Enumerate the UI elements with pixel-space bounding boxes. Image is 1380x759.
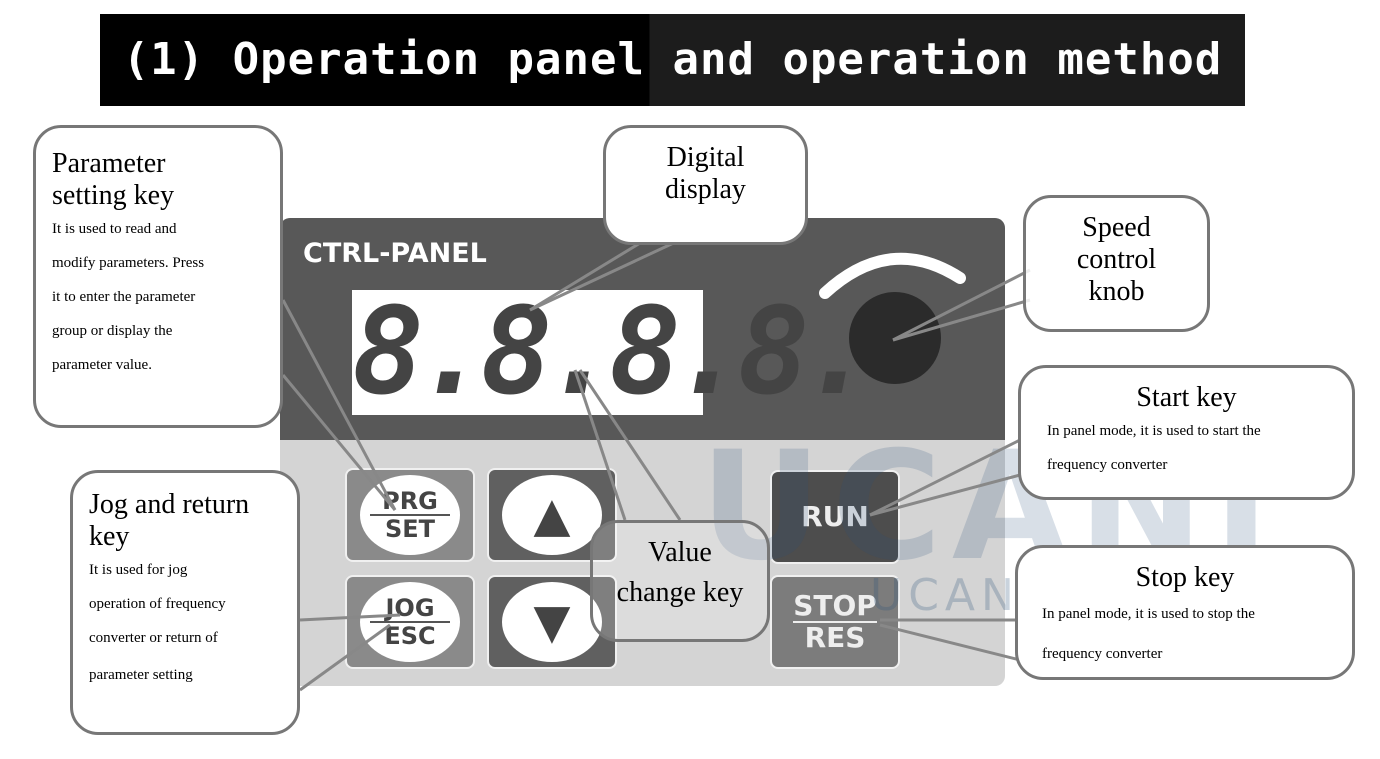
callout-title: Speed bbox=[1082, 212, 1151, 243]
up-arrow-icon: ▲ bbox=[502, 475, 602, 555]
callout-text: frequency converter bbox=[1042, 646, 1163, 662]
page-title: (1) Operation panel and operation method bbox=[100, 14, 1245, 106]
callout-text: converter or return of bbox=[89, 630, 218, 646]
callout-title: Jog and return bbox=[89, 489, 250, 520]
callout-jog-return-key: Jog and return key It is used for jog op… bbox=[70, 470, 300, 735]
callout-title: Parameter bbox=[52, 148, 166, 179]
callout-title: key bbox=[89, 521, 130, 552]
esc-label: ESC bbox=[384, 622, 436, 650]
callout-stop-key: Stop key In panel mode, it is used to st… bbox=[1015, 545, 1355, 680]
callout-title: setting key bbox=[52, 180, 175, 211]
callout-title: Start key bbox=[1136, 382, 1237, 413]
callout-title: knob bbox=[1088, 276, 1145, 307]
callout-title: Digital bbox=[666, 142, 745, 173]
stop-label: STOP bbox=[793, 589, 877, 623]
callout-text: group or display the bbox=[52, 323, 173, 339]
callout-digital-display: Digital display bbox=[603, 125, 808, 245]
callout-text: modify parameters. Press bbox=[52, 255, 205, 271]
callout-speed-control-knob: Speed control knob bbox=[1023, 195, 1210, 332]
callout-parameter-setting-key: Parameter setting key It is used to read… bbox=[33, 125, 283, 428]
callout-title: Value bbox=[648, 537, 712, 568]
down-arrow-icon: ▼ bbox=[502, 582, 602, 662]
run-key[interactable]: RUN bbox=[770, 470, 900, 564]
knob-arc-icon bbox=[819, 252, 966, 299]
callout-text: In panel mode, it is used to start the bbox=[1047, 423, 1261, 439]
callout-text: it to enter the parameter bbox=[52, 289, 196, 305]
callout-text: parameter setting bbox=[89, 667, 193, 683]
callout-title: change key bbox=[616, 577, 744, 608]
callout-text: frequency converter bbox=[1047, 457, 1168, 473]
callout-text: operation of frequency bbox=[89, 596, 226, 612]
panel-label: CTRL-PANEL bbox=[303, 238, 487, 269]
callout-value-change-key: Value change key bbox=[590, 520, 770, 642]
callout-text: It is used to read and bbox=[52, 221, 177, 237]
callout-title: control bbox=[1076, 244, 1157, 275]
set-label: SET bbox=[384, 515, 436, 543]
callout-title: display bbox=[665, 174, 746, 205]
callout-title: Stop key bbox=[1135, 562, 1235, 593]
callout-start-key: Start key In panel mode, it is used to s… bbox=[1018, 365, 1355, 500]
callout-text: It is used for jog bbox=[89, 562, 188, 578]
callout-text: parameter value. bbox=[52, 357, 152, 373]
callout-text: In panel mode, it is used to stop the bbox=[1042, 606, 1255, 622]
res-label: RES bbox=[804, 621, 866, 654]
